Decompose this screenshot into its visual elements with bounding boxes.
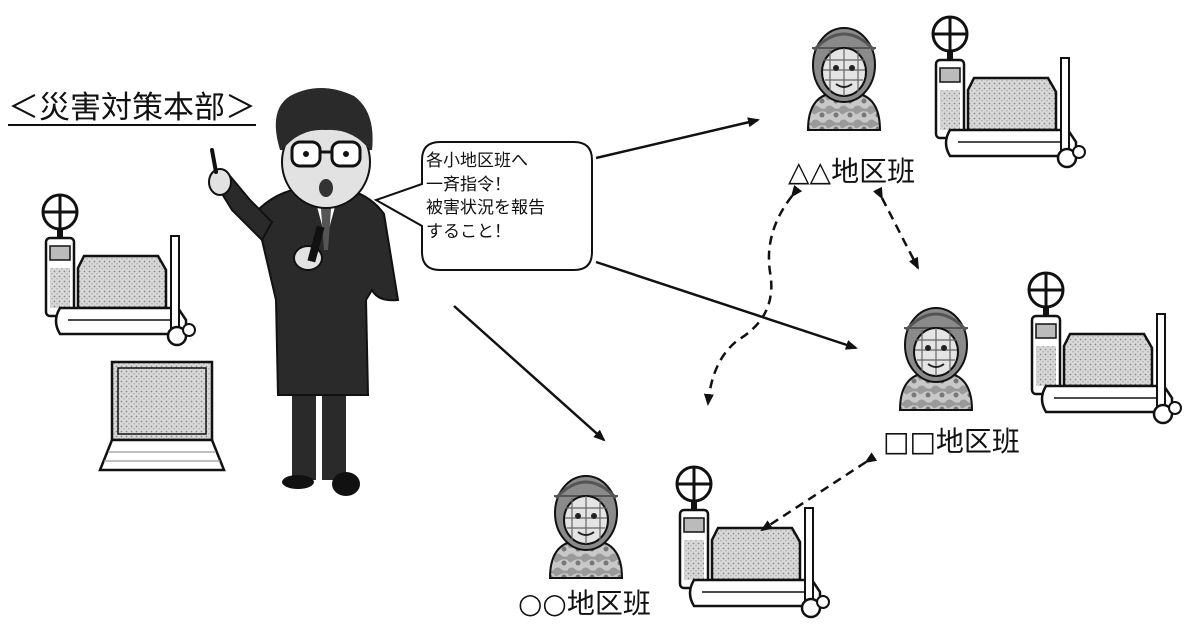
speech-line: すること！ [426, 221, 511, 242]
speech-bubble [373, 141, 593, 271]
command-arrow-circle [453, 305, 606, 442]
team-square-radio-icon [1027, 271, 1183, 425]
command-arrow-square [595, 260, 858, 350]
team-triangle-radio-icon [931, 15, 1087, 169]
speech-text: 各小地区班へ 一斉指令！ 被害状況を報告 すること！ [426, 150, 586, 244]
team-square-member-icon [898, 306, 974, 412]
command-arrow-triangle [595, 117, 760, 160]
laptop-icon [98, 360, 226, 472]
dashed-link-triangle-circle [703, 185, 803, 406]
speech-line: 被害状況を報告 [426, 198, 545, 218]
team-circle-member-icon [548, 474, 624, 580]
team-triangle-label: △△地区班 [788, 155, 916, 188]
team-square-label: □□地区班 [883, 425, 1020, 458]
speech-line: 各小地区班へ [426, 151, 528, 171]
hq-title: ＜災害対策本部＞ [8, 90, 256, 126]
commander-figure [208, 88, 400, 496]
dashed-link-square-circle [760, 452, 878, 532]
hq-radio-icon [41, 193, 197, 347]
dashed-link-triangle-square [872, 186, 920, 270]
team-triangle-member-icon [806, 26, 882, 132]
team-circle-label: ○○地区班 [518, 587, 651, 620]
speech-line: 一斉指令！ [426, 174, 511, 195]
team-circle-radio-icon [675, 465, 831, 619]
